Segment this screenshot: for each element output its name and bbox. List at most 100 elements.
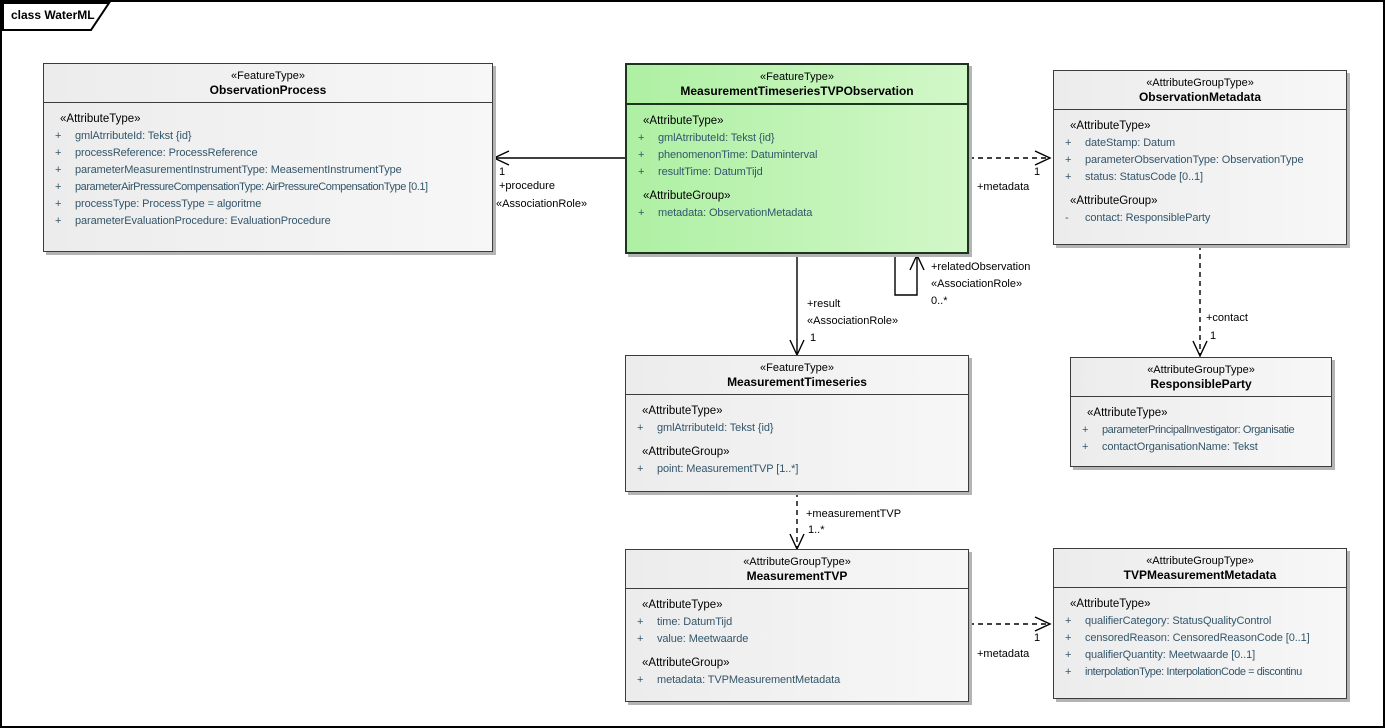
attribute-text: parameterMeasurementInstrumentType: Meas… [75, 164, 402, 176]
class-header: «FeatureType» MeasurementTimeseriesTVPOb… [627, 65, 967, 105]
class-name: TVPMeasurementMetadata [1123, 568, 1277, 582]
attribute-row[interactable]: +parameterAirPressureCompensationType: A… [46, 179, 490, 196]
class-header: «AttributeGroupType» ResponsibleParty [1071, 358, 1331, 397]
section-heading: «AttributeGroup» [642, 446, 730, 458]
attribute-row[interactable]: + resultTime: DatumTijd [629, 164, 965, 181]
attribute-visibility: + [1082, 441, 1089, 453]
attribute-visibility: - [1065, 212, 1069, 224]
section-heading: «AttributeType» [642, 599, 723, 611]
attribute-row[interactable]: +processReference: ProcessReference [46, 145, 490, 162]
class-stereotype: «FeatureType» [760, 362, 834, 374]
attribute-row[interactable]: +value: Meetwaarde [628, 631, 966, 648]
procedure-stereotype-label: «AssociationRole» [496, 198, 588, 210]
attribute-row[interactable]: +interpolationType: InterpolationCode = … [1056, 664, 1344, 681]
attribute-visibility: + [55, 164, 62, 176]
attribute-visibility: + [1065, 632, 1072, 644]
class-header: «FeatureType» ObservationProcess [44, 64, 492, 103]
attribute-row[interactable]: +phenomenonTime: Datuminterval [629, 147, 965, 164]
class-attributes: «AttributeType» +time: DatumTijd+value: M… [626, 589, 968, 691]
class-box-measurement-timeseries-tvp-observation[interactable]: «FeatureType» MeasurementTimeseriesTVPOb… [625, 63, 969, 254]
attribute-row[interactable]: +dateStamp: Datum [1056, 135, 1344, 152]
class-name: MeasurementTimeseries [727, 375, 867, 389]
attribute-visibility: + [637, 616, 644, 628]
class-attributes: «AttributeType»+dateStamp: Datum+paramet… [1054, 110, 1346, 229]
class-stereotype: «FeatureType» [760, 71, 834, 83]
attribute-row[interactable]: +metadata: TVPMeasurementMetadata [628, 672, 966, 689]
metadata-top-multiplicity-label: 1 [1034, 166, 1041, 178]
class-attributes: «AttributeType»+gmlAtrributeId: Tekst {i… [44, 103, 492, 232]
attribute-row[interactable]: +qualifierQuantity: Meetwaarde [0..1] [1056, 647, 1344, 664]
attribute-row[interactable]: +parameterEvaluationProcedure: Evaluatio… [46, 213, 490, 230]
class-box-observation-process[interactable]: «FeatureType» ObservationProcess «Attrib… [43, 63, 493, 252]
class-box-tvp-measurement-metadata[interactable]: «AttributeGroupType» TVPMeasurementMetad… [1053, 548, 1347, 699]
section-heading: «AttributeType» [1070, 598, 1151, 610]
section-heading: «AttributeType» [1087, 407, 1168, 419]
result-stereotype-label: «AssociationRole» [807, 315, 899, 327]
attribute-text: metadata: ObservationMetadata [658, 207, 813, 219]
attribute-visibility: + [638, 207, 645, 219]
class-box-measurement-timeseries[interactable]: «FeatureType» MeasurementTimeseries «Att… [625, 355, 969, 492]
attribute-text: parameterPrincipalInvestigator: Organisa… [1102, 424, 1295, 436]
attribute-text: contactOrganisationName: Tekst [1102, 441, 1258, 453]
measurement-tvp-role-label: +measurementTVP [806, 508, 902, 520]
class-name: ObservationMetadata [1138, 90, 1262, 104]
attribute-visibility: + [55, 130, 62, 142]
section-heading: «AttributeType» [642, 405, 723, 417]
attribute-visibility: + [637, 422, 644, 434]
metadata-top-role-label: +metadata [977, 181, 1030, 193]
attribute-text: gmlAtrributeId: Tekst {id} [657, 422, 774, 434]
attribute-visibility: + [1065, 154, 1072, 166]
section-heading: «AttributeGroup» [1070, 195, 1158, 207]
attribute-row[interactable]: + metadata: ObservationMetadata [629, 205, 965, 222]
contact-multiplicity-label: 1 [1210, 330, 1217, 342]
dependency-contact [1192, 245, 1208, 358]
attribute-visibility: + [55, 147, 62, 159]
attribute-row[interactable]: + censoredReason: CensoredReasonCode [0..… [1056, 630, 1344, 647]
attribute-visibility: + [638, 166, 645, 178]
attribute-text: qualifierQuantity: Meetwaarde [0..1] [1085, 649, 1256, 661]
metadata-bottom-multiplicity-label: 1 [1034, 632, 1041, 644]
class-stereotype: «FeatureType» [231, 70, 305, 82]
attribute-row[interactable]: +gmlAtrributeId: Tekst {id} [46, 128, 490, 145]
procedure-role-label: +procedure [499, 180, 555, 192]
class-header: «AttributeGroupType» MeasurementTVP [626, 550, 968, 589]
attribute-row[interactable]: + gmlAtrributeId: Tekst {id} [628, 420, 966, 437]
attribute-visibility: + [637, 463, 644, 475]
attribute-text: status: StatusCode [0..1] [1085, 171, 1203, 183]
related-observation-role-label: +relatedObservation [931, 261, 1031, 273]
class-attributes: «AttributeType»+parameterPrincipalInvest… [1071, 397, 1331, 458]
attribute-row[interactable]: + parameterMeasurementInstrumentType: Mea… [46, 162, 490, 179]
association-procedure [492, 150, 625, 166]
class-header: «AttributeGroupType» ObservationMetadata [1054, 71, 1346, 110]
attribute-row[interactable]: +gmlAtrributeId: Tekst {id} [629, 130, 965, 147]
attribute-row[interactable]: +status: StatusCode [0..1] [1056, 169, 1344, 186]
attribute-text: parameterObservationType: ObservationTyp… [1085, 154, 1304, 166]
dependency-metadata-top [969, 150, 1052, 166]
class-header: «AttributeGroupType» TVPMeasurementMetad… [1054, 549, 1346, 588]
attribute-visibility: + [637, 633, 644, 645]
contact-role-label: +contact [1206, 312, 1248, 324]
attribute-visibility: + [638, 149, 645, 161]
association-related-observation [894, 253, 925, 296]
dependency-measurement-tvp [789, 492, 805, 551]
attribute-row[interactable]: +point: MeasurementTVP [1..*] [628, 461, 966, 478]
attribute-row[interactable]: + contactOrganisationName: Tekst [1073, 439, 1329, 456]
attribute-row[interactable]: + parameterObservationType: ObservationTy… [1056, 152, 1344, 169]
class-box-observation-metadata[interactable]: «AttributeGroupType» ObservationMetadata… [1053, 70, 1347, 245]
attribute-row[interactable]: -contact: ResponsibleParty [1056, 210, 1344, 227]
class-attributes: «AttributeType» +qualifierCategory: Statu… [1054, 588, 1346, 683]
class-attributes: «AttributeType» +gmlAtrributeId: Tekst {i… [627, 105, 967, 224]
attribute-text: censoredReason: CensoredReasonCode [0..1… [1085, 632, 1310, 644]
attribute-text: resultTime: DatumTijd [658, 166, 763, 178]
section-heading: «AttributeType» [643, 115, 724, 127]
attribute-row[interactable]: +processType: ProcessType = algoritme [46, 196, 490, 213]
attribute-row[interactable]: +time: DatumTijd [628, 614, 966, 631]
procedure-multiplicity-label: 1 [499, 166, 506, 178]
class-header: «FeatureType» MeasurementTimeseries [626, 356, 968, 395]
class-box-responsible-party[interactable]: «AttributeGroupType» ResponsibleParty «A… [1070, 357, 1332, 467]
section-heading: «AttributeGroup» [643, 190, 731, 202]
attribute-row[interactable]: +parameterPrincipalInvestigator: Organis… [1073, 422, 1329, 439]
class-box-measurement-tvp[interactable]: «AttributeGroupType» MeasurementTVP «Att… [625, 549, 969, 702]
attribute-row[interactable]: +qualifierCategory: StatusQualityControl [1056, 613, 1344, 630]
related-observation-multiplicity-label: 0..* [931, 295, 948, 307]
